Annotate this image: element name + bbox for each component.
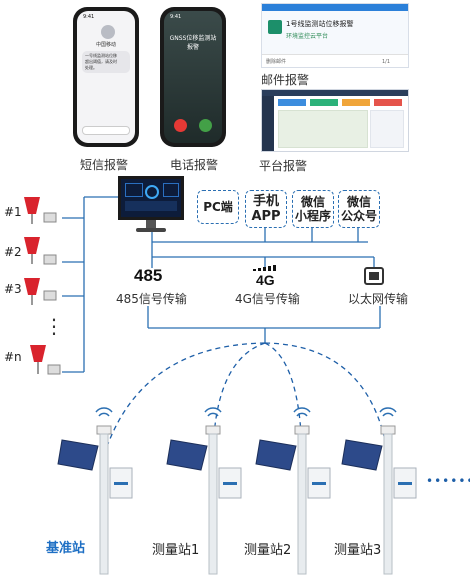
app-terminal: 手机 APP — [245, 190, 287, 228]
ethernet-label: 以太网传输 — [348, 292, 409, 306]
platform-map — [278, 110, 368, 148]
sms-phone: 9:41 中国移动 一号线监测站位移 超出阈值，请及时 处理。 — [73, 7, 139, 147]
mini-line-2: 小程序 — [294, 209, 331, 223]
call-screen: 9:41 GNSS位移监测站 报警 — [164, 11, 222, 143]
email-topbar — [262, 4, 408, 11]
email-subtitle: 环境监控云平台 — [286, 33, 329, 40]
sms-sender: 中国移动 — [95, 42, 116, 48]
sensor-ellipsis: ⋮ — [44, 314, 64, 338]
station-1-label: 测量站1 — [152, 543, 200, 558]
pc-terminal-label: PC端 — [203, 200, 233, 214]
sensor-n-icon — [30, 345, 61, 375]
monitor-chart-1 — [125, 183, 143, 197]
email-panel: 1号线监测站位移报警 环境监控云平台 删除邮件 1/1 — [261, 3, 409, 68]
stations-graphic — [57, 407, 417, 575]
app-line-2: APP — [251, 209, 281, 224]
base-station-icon — [57, 407, 133, 575]
email-delete-link[interactable]: 删除邮件 — [266, 59, 287, 65]
sms-line-3: 处理。 — [85, 65, 97, 70]
app-line-1: 手机 — [252, 194, 279, 209]
call-phone: 9:41 GNSS位移监测站 报警 — [160, 7, 226, 147]
official-account-terminal: 微信 公众号 — [338, 190, 380, 228]
station-3-icon — [341, 407, 417, 575]
platform-card-1 — [278, 99, 306, 106]
platform-list — [370, 110, 404, 148]
platform-header — [262, 90, 408, 96]
station-2-label: 测量站2 — [244, 543, 292, 558]
sms-alert-label: 短信报警 — [80, 158, 129, 172]
monitor-screen — [118, 176, 184, 220]
signal-4g-label: 4G信号传输 — [235, 292, 300, 306]
call-time: 9:41 — [170, 14, 182, 20]
hangup-button[interactable] — [174, 119, 187, 132]
mini-program-terminal: 微信 小程序 — [292, 190, 334, 228]
sms-line-1: 一号线监测站位移 — [85, 53, 117, 58]
mini-line-1: 微信 — [300, 195, 325, 209]
ethernet-icon — [364, 267, 384, 285]
pc-terminal: PC端 — [197, 190, 239, 224]
sensor-icons — [24, 197, 61, 375]
platform-card-4 — [374, 99, 402, 106]
more-stations-dots: •••••• — [426, 474, 470, 488]
base-station-label: 基准站 — [46, 541, 86, 556]
sms-line-2: 超出阈值，请及时 — [85, 59, 117, 64]
monitor-base — [136, 228, 166, 232]
platform-card-3 — [342, 99, 370, 106]
email-app-icon — [268, 20, 282, 34]
signal-bars-icon — [253, 265, 276, 271]
email-footer — [262, 54, 408, 67]
ethernet-port — [369, 272, 379, 280]
sms-bubble: 一号线监测站位移 超出阈值，请及时 处理。 — [82, 51, 130, 73]
sensor-label-3: #3 — [4, 282, 22, 296]
caller-sub: 报警 — [186, 44, 199, 51]
answer-button[interactable] — [199, 119, 212, 132]
station-2-icon — [255, 407, 331, 575]
oa-line-1: 微信 — [346, 195, 371, 209]
platform-card-2 — [310, 99, 338, 106]
email-pager: 1/1 — [381, 59, 390, 65]
sms-time: 9:41 — [83, 14, 95, 20]
platform-alert-label: 平台报警 — [259, 159, 308, 173]
signal-4g-text: 4G — [256, 272, 275, 288]
sensor-2-icon — [24, 237, 57, 265]
monitor-chart-3 — [163, 183, 179, 197]
oa-line-2: 公众号 — [340, 209, 377, 223]
monitor-stand — [146, 220, 156, 228]
sms-input-bar — [82, 126, 130, 135]
rs485-icon: 485 — [134, 266, 163, 285]
sensor-3-icon — [24, 278, 57, 305]
monitor-chart-4 — [125, 201, 177, 211]
sms-screen: 9:41 中国移动 一号线监测站位移 超出阈值，请及时 处理。 — [77, 11, 135, 143]
monitor-chart-2 — [145, 185, 159, 199]
platform-panel — [261, 89, 409, 152]
caller-name: GNSS位移监测站 — [169, 35, 217, 42]
sms-avatar — [101, 25, 115, 39]
signal-4g-icon: 4G — [251, 265, 281, 288]
sensor-label-n: #n — [4, 350, 22, 364]
sensor-label-2: #2 — [4, 245, 22, 259]
call-alert-label: 电话报警 — [170, 158, 219, 172]
sensor-label-1: #1 — [4, 205, 22, 219]
station-1-icon — [166, 407, 242, 575]
email-alert-label: 邮件报警 — [261, 73, 310, 87]
station-3-label: 测量站3 — [334, 543, 382, 558]
sensor-1-icon — [24, 197, 57, 224]
email-title: 1号线监测站位移报警 — [286, 20, 354, 28]
rs485-label: 485信号传输 — [116, 292, 187, 306]
platform-sidebar — [262, 96, 274, 151]
